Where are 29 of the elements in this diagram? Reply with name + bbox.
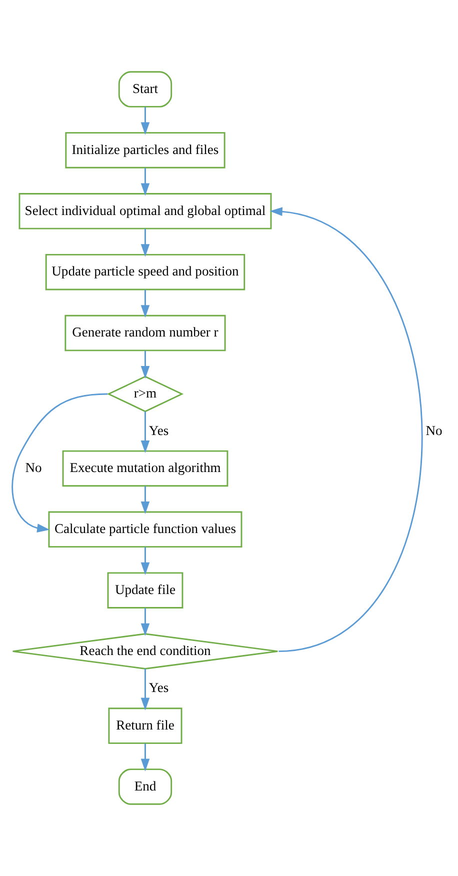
arrow: [140, 486, 150, 514]
arrow: [140, 608, 150, 636]
arrow: [140, 168, 150, 196]
node-box: Return file: [108, 708, 182, 744]
edge-label: Yes: [148, 680, 169, 696]
arrow: [140, 547, 150, 575]
arrow: [140, 744, 150, 772]
node-box: Update particle speed and position: [45, 254, 246, 290]
arrow: [140, 107, 150, 135]
edge-label: No: [25, 460, 42, 476]
arrow: [12, 393, 108, 532]
arrow: [140, 411, 150, 454]
node-diamond: Reach the end condition: [12, 633, 278, 670]
arrow: [140, 290, 150, 318]
node-diamond: r>m: [106, 376, 184, 412]
node-box: Calculate particle function values: [48, 511, 242, 548]
arrow: [140, 228, 150, 257]
node-box: Start: [118, 71, 172, 108]
node-box: End: [118, 768, 172, 805]
node-box: Execute mutation algorithm: [62, 450, 228, 487]
node-box: Generate random number r: [64, 314, 226, 352]
edge-label: Yes: [148, 422, 169, 438]
arrow: [140, 350, 150, 379]
arrow: [140, 668, 150, 710]
edge-label: No: [426, 422, 442, 438]
node-box: Initialize particles and files: [65, 132, 226, 168]
arrow: [270, 207, 423, 652]
node-box: Update file: [107, 572, 184, 608]
node-box: Select individual optimal and global optimal: [18, 193, 272, 230]
